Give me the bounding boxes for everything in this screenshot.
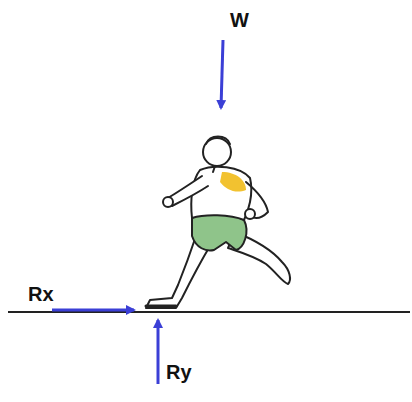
ground-line <box>8 311 410 313</box>
force-label: Ry <box>166 362 192 382</box>
friction-arrow <box>52 309 134 312</box>
weight-arrow <box>221 40 223 108</box>
runner-figure <box>146 137 290 309</box>
force-label: Rx <box>28 284 54 304</box>
force-label: W <box>230 10 249 30</box>
normal-force-arrow <box>157 320 160 384</box>
